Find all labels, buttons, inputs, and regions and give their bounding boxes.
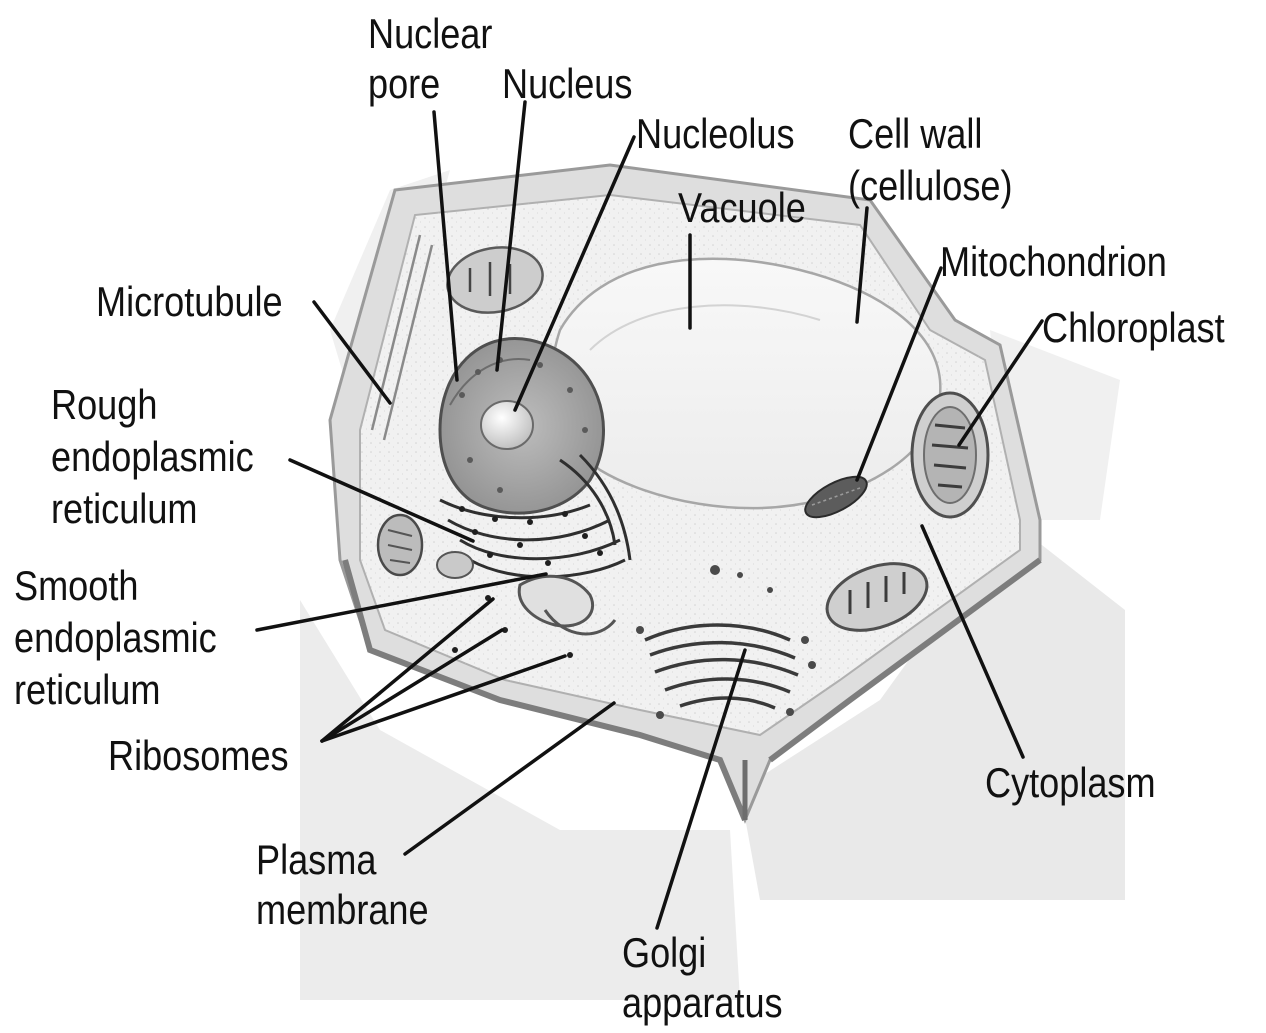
label-mitochondrion: Mitochondrion [940, 240, 1167, 286]
nucleus-shape [440, 338, 604, 513]
chloroplast-shape [912, 393, 988, 517]
label-cytoplasm: Cytoplasm [985, 761, 1156, 807]
label-vacuole: Vacuole [678, 186, 806, 232]
label-microtubule: Microtubule [96, 280, 283, 326]
nucleolus-shape [481, 401, 533, 449]
label-nucleus: Nucleus [502, 62, 632, 108]
label-cell-wall: Cell wall(cellulose) [848, 112, 1013, 210]
label-ribosomes: Ribosomes [108, 734, 289, 780]
label-chloroplast: Chloroplast [1042, 306, 1225, 352]
label-nucleolus: Nucleolus [636, 112, 795, 158]
cell-illustration [300, 165, 1125, 1000]
